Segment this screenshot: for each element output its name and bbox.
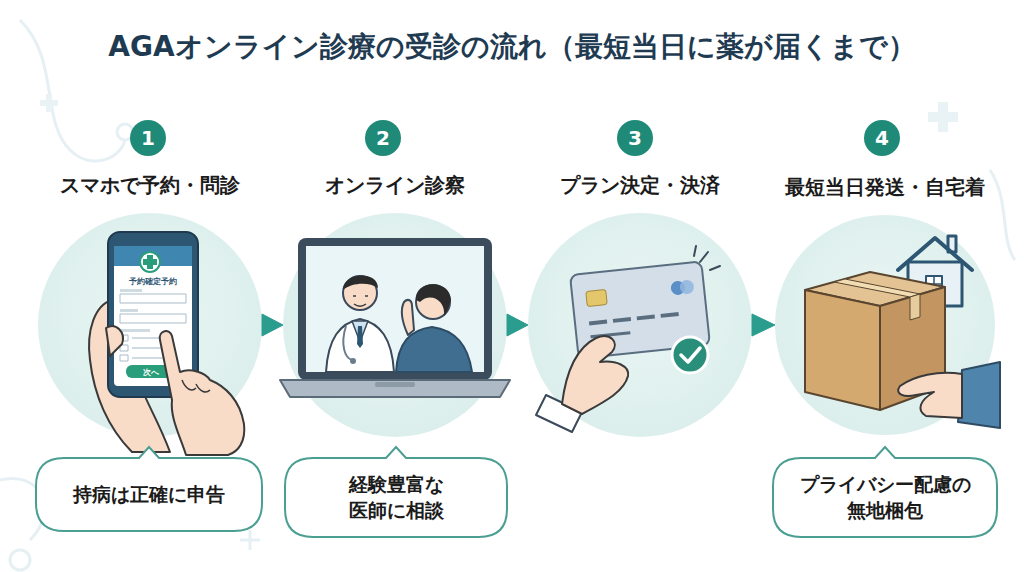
step-number-text: 2 bbox=[376, 126, 390, 150]
screen-text: 予約確定予約 bbox=[129, 276, 177, 287]
flow-arrow bbox=[262, 314, 283, 336]
background-decoration-part-part bbox=[928, 102, 958, 132]
step-heading: プラン決定・決済 bbox=[560, 172, 720, 199]
callout-bubble: 経験豊富な 医師に相談 bbox=[284, 446, 508, 538]
step-heading: 最短当日発送・自宅着 bbox=[785, 174, 985, 201]
node-text-group: プラン決定・決済 bbox=[560, 172, 720, 199]
background-decoration-part-part bbox=[240, 530, 260, 550]
node-text-group: 1 bbox=[141, 126, 155, 150]
step-number-text: 3 bbox=[628, 126, 642, 150]
node-text-group: 3 bbox=[628, 126, 642, 150]
bubble-outline-path bbox=[773, 447, 997, 537]
step-heading: オンライン診察 bbox=[325, 172, 465, 199]
flow-arrow bbox=[507, 314, 528, 336]
title-underline bbox=[40, 89, 985, 92]
node-text-group: スマホで予約・問診 bbox=[60, 172, 240, 199]
node-text-group: 経験豊富な 医師に相談 bbox=[321, 472, 471, 523]
step-circle: 最短当日発送・自宅着 bbox=[775, 215, 995, 435]
step-circle: オンライン診察 bbox=[283, 213, 507, 437]
step-number: 4 bbox=[864, 120, 900, 156]
node-text-group: オンライン診察 bbox=[325, 172, 465, 199]
screen-text: 次へ bbox=[143, 367, 159, 378]
background-decoration-part-part bbox=[40, 94, 58, 112]
diagram-title: AGAオンライン診療の受診の流れ（最短当日に薬が届くまで） bbox=[0, 28, 1024, 66]
step-number-text: 4 bbox=[875, 126, 889, 150]
step-number: 3 bbox=[617, 120, 653, 156]
step-number: 2 bbox=[365, 120, 401, 156]
callout-bubble: 持病は正確に申告 bbox=[35, 446, 263, 532]
background-decoration-part bbox=[40, 94, 958, 132]
step-circle: スマホで予約・問診 bbox=[38, 213, 262, 437]
callout-text: 経験豊富な 医師に相談 bbox=[321, 472, 471, 523]
flow-arrow bbox=[752, 314, 775, 336]
node-text-group: 最短当日発送・自宅着 bbox=[785, 174, 985, 201]
background-decoration-part-part bbox=[10, 550, 30, 570]
callout-bubble: プライバシー配慮の 無地梱包 bbox=[772, 446, 998, 538]
step-number-text: 1 bbox=[141, 126, 155, 150]
background-decoration-part-part bbox=[990, 170, 1015, 260]
node-text-group: プライバシー配慮の 無地梱包 bbox=[790, 472, 980, 523]
node-text-group: 2 bbox=[376, 126, 390, 150]
step-number: 1 bbox=[130, 120, 166, 156]
step-heading: スマホで予約・問診 bbox=[60, 172, 240, 199]
node-text-group: 4 bbox=[875, 126, 889, 150]
bubble-outline-path bbox=[36, 447, 262, 531]
background-decoration-part bbox=[0, 20, 1015, 570]
bubble-outline-path bbox=[285, 447, 507, 537]
node-text-group: 持病は正確に申告 bbox=[49, 482, 249, 508]
step-circle: プラン決定・決済 bbox=[528, 213, 752, 437]
callout-text: 持病は正確に申告 bbox=[49, 482, 249, 508]
callout-text: プライバシー配慮の 無地梱包 bbox=[790, 472, 980, 523]
